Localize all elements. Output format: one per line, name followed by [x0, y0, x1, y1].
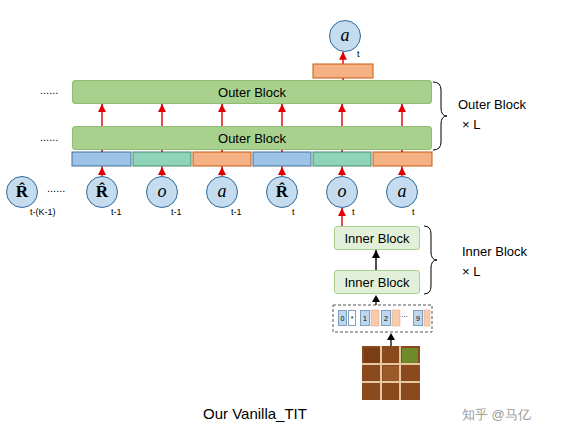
arrow-connector: [339, 52, 347, 80]
arrow-connector: [98, 150, 106, 176]
outer-block: Outer Block: [72, 126, 432, 150]
patch-spacer: [424, 310, 430, 326]
patch-sequence-frame: [333, 305, 432, 332]
symbol: R̂: [267, 177, 297, 206]
symbol: a: [387, 177, 417, 206]
arrowhead: [372, 250, 380, 258]
token-circle: R̂t: [266, 176, 298, 208]
arrowhead: [158, 150, 166, 158]
symbol: a: [330, 21, 360, 50]
subscript: t: [357, 49, 360, 59]
patch-token: 9: [413, 310, 423, 326]
arrowhead: [218, 150, 226, 158]
annotation-label: 知乎 @马亿: [462, 407, 531, 423]
outer-block: Outer Block: [72, 80, 432, 104]
arrow-connector: [398, 104, 406, 126]
black-arrow: [372, 295, 380, 305]
patch-token: *: [348, 310, 356, 326]
annotation-label: Inner Block: [462, 244, 527, 260]
block-label: 2: [384, 315, 388, 322]
subscript: t-1: [231, 207, 242, 217]
annotation-label: ......: [47, 182, 65, 195]
symbol: a: [207, 177, 237, 206]
arrow-connector: [158, 104, 166, 126]
token-circle: at: [386, 176, 418, 208]
token-circle: R̂t-1: [86, 176, 118, 208]
patch-token: 1: [360, 310, 370, 326]
outer-bracket: [433, 82, 447, 150]
arrowhead: [339, 52, 347, 60]
subscript: t: [412, 207, 415, 217]
annotation-label: ......: [40, 84, 58, 97]
annotation-label: Outer Block: [458, 97, 526, 113]
token-circle: at-1: [206, 176, 238, 208]
inner-bracket: [424, 226, 437, 294]
token-circle: R̂t-(K-1): [6, 176, 38, 208]
arrowhead: [338, 104, 346, 112]
arrow-connector: [278, 104, 286, 126]
arrowhead: [398, 104, 406, 112]
arrowhead: [278, 150, 286, 158]
annotation-label: × L: [462, 264, 480, 280]
arrowhead: [278, 104, 286, 112]
arrowhead: [338, 150, 346, 158]
annotation-label: × L: [462, 117, 480, 133]
arrowhead: [98, 150, 106, 158]
arrow-connector: [338, 150, 346, 176]
arrowhead: [218, 104, 226, 112]
arrowhead: [338, 208, 346, 216]
arrow-connector: [338, 208, 346, 226]
arrowhead: [98, 104, 106, 112]
arrow-connector: [218, 104, 226, 126]
arrow-connector: [372, 250, 380, 270]
arrow-connector: [98, 104, 106, 126]
symbol: R̂: [7, 177, 37, 206]
symbol: o: [147, 177, 177, 206]
block-label: Inner Block: [344, 232, 409, 245]
block-label: Outer Block: [218, 132, 286, 145]
arrow-connector: [158, 150, 166, 176]
patch-token: 0: [338, 310, 347, 326]
block-label: 1: [363, 315, 367, 322]
subscript: t-1: [111, 207, 122, 217]
symbol: o: [327, 177, 357, 206]
annotation-label: ...: [401, 310, 408, 320]
token-circle: ot: [326, 176, 358, 208]
block-label: Inner Block: [344, 276, 409, 289]
grid-observation-image: [362, 346, 420, 400]
token-circle: at: [329, 20, 361, 52]
arrow-connector: [218, 150, 226, 176]
symbol: R̂: [87, 177, 117, 206]
patch-spacer: [392, 310, 400, 326]
token-circle: ot-1: [146, 176, 178, 208]
block-label: 9: [416, 315, 420, 322]
block-label: *: [351, 315, 354, 322]
patch-token: 2: [381, 310, 391, 326]
arrowhead: [158, 104, 166, 112]
arrow-connector: [398, 150, 406, 176]
subscript: t: [292, 207, 295, 217]
black-arrow: [387, 333, 395, 346]
block-label: Outer Block: [218, 86, 286, 99]
arrowhead: [398, 150, 406, 158]
inner-block: Inner Block: [334, 270, 420, 294]
subscript: t: [352, 207, 355, 217]
inner-block: Inner Block: [334, 226, 420, 250]
subscript: t-1: [171, 207, 182, 217]
arrow-connector: [278, 150, 286, 176]
arrow-connector: [338, 104, 346, 126]
caption: Our Vanilla_TIT: [0, 405, 510, 422]
annotation-label: ......: [40, 131, 58, 144]
subscript: t-(K-1): [30, 207, 56, 217]
block-label: 0: [341, 315, 345, 322]
patch-spacer: [371, 310, 379, 326]
